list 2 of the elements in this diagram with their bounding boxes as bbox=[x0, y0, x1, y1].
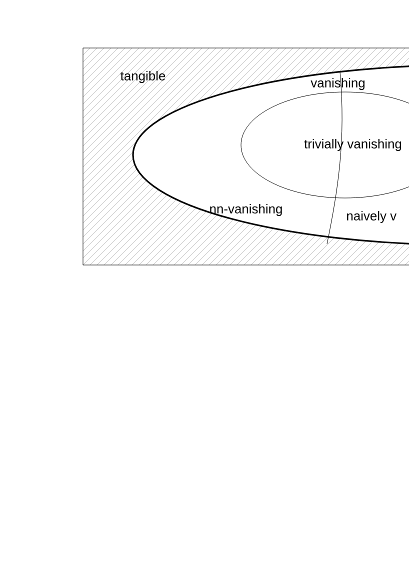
region-label: naively v bbox=[347, 210, 397, 224]
region-label: nn-vanishing bbox=[210, 204, 282, 216]
